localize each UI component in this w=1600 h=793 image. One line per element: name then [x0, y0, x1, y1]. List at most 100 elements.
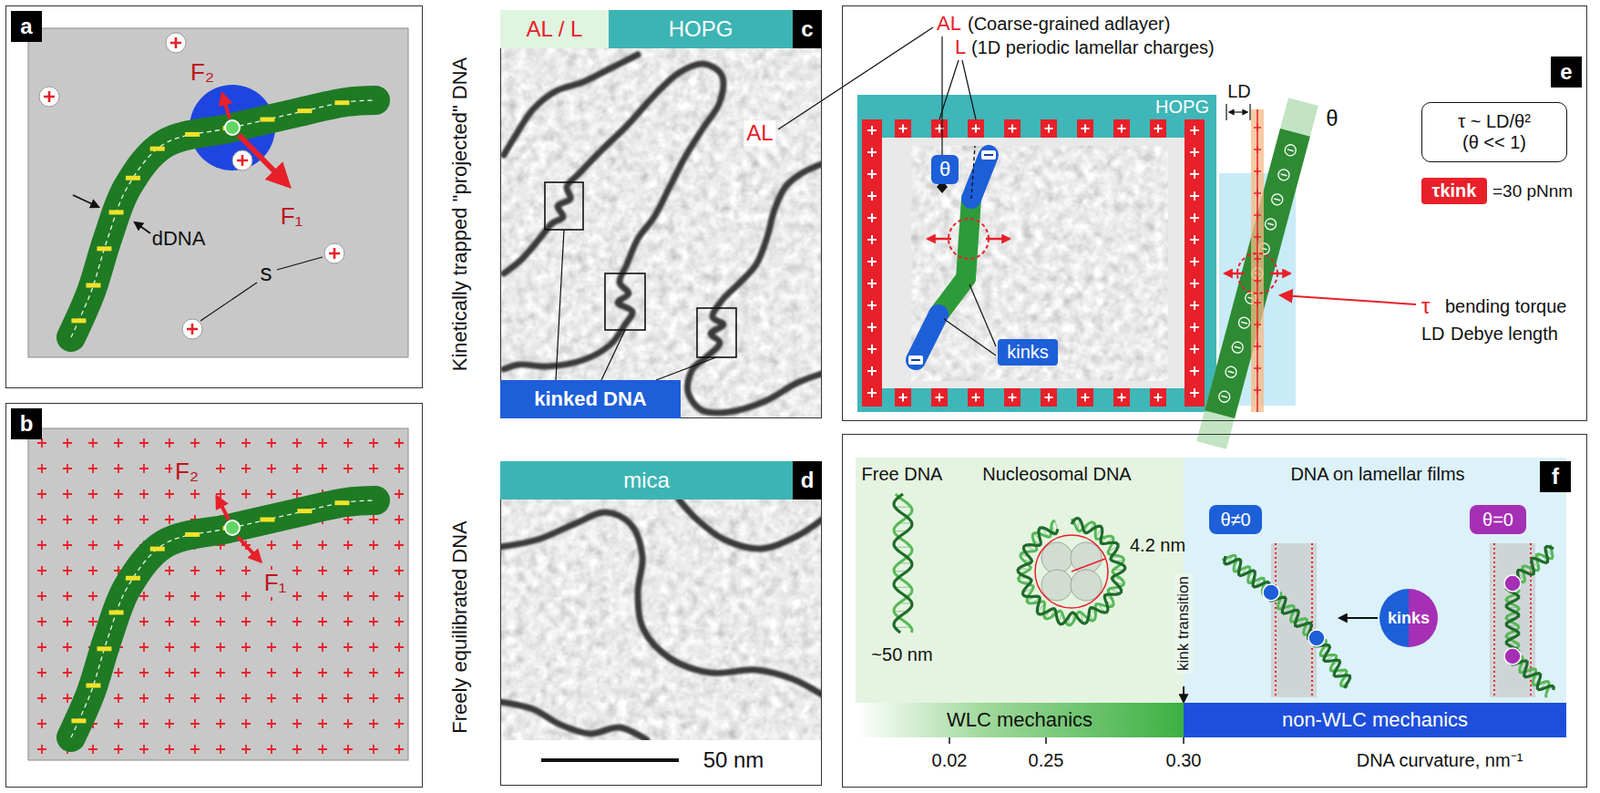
plus-sign	[369, 642, 379, 652]
plus-sign	[241, 642, 251, 652]
phosphate-charge	[184, 532, 200, 537]
plus-sign	[113, 438, 124, 448]
phosphate-charge	[125, 175, 141, 181]
plus-sign	[266, 642, 277, 652]
substrate	[28, 428, 409, 760]
plus-sign	[139, 642, 149, 652]
plus-sign	[164, 489, 175, 499]
plus-sign	[343, 642, 353, 652]
panel-letter: c	[792, 10, 822, 49]
plus-sign	[43, 91, 55, 103]
leader-line	[1281, 295, 1416, 305]
lamellar-charge-block	[931, 119, 948, 138]
cation	[165, 32, 186, 53]
lamellar-charge-block	[1076, 388, 1094, 407]
plus-sign	[1081, 393, 1090, 402]
header-bar: mica	[500, 461, 793, 500]
dimension-label: 4.2 nm	[1129, 534, 1186, 556]
plus-sign	[867, 278, 877, 288]
angle-label: θ	[1325, 105, 1338, 132]
minus-sign	[1220, 395, 1228, 398]
plus-sign	[1253, 255, 1262, 263]
panel-frame: b	[5, 402, 423, 788]
dimension-label: ~50 nm	[871, 644, 933, 666]
dna-molecules	[500, 499, 822, 740]
node-text: θ=0	[1482, 509, 1514, 531]
node-text: kinks	[1387, 608, 1430, 628]
callout-box: kinks	[997, 338, 1058, 366]
plus-sign	[37, 642, 47, 652]
regime-bar: WLC mechanics	[855, 702, 1184, 738]
phosphate-charge	[71, 317, 86, 323]
plus-sign	[1117, 393, 1127, 402]
plus-sign	[190, 438, 200, 448]
scale-label: 50 nm	[703, 747, 765, 773]
afm-dna	[687, 164, 822, 413]
node-text: τ ~ LD/θ²	[1457, 111, 1531, 133]
lamellar-charge-bar	[861, 119, 883, 407]
plus-sign	[1253, 320, 1262, 329]
cation	[232, 150, 253, 171]
dna-axis	[71, 500, 376, 738]
plus-sign	[139, 514, 149, 524]
plus-sign	[394, 591, 404, 601]
dna-rod-extension	[1196, 97, 1319, 450]
plus-sign	[88, 744, 98, 754]
plus-sign	[1008, 124, 1017, 134]
plus-sign	[241, 463, 251, 473]
kink-highlight	[544, 182, 584, 230]
dna-segment	[971, 154, 989, 199]
plus-sign	[113, 540, 124, 550]
plus-sign	[1154, 393, 1163, 402]
plus-sign	[292, 591, 302, 601]
plus-sign	[369, 718, 379, 729]
plus-sign	[292, 565, 302, 575]
phosphate-charge	[125, 575, 141, 581]
plus-sign	[215, 693, 226, 703]
plus-sign	[37, 540, 47, 550]
lamella	[1251, 109, 1264, 412]
phosphate-charge	[334, 500, 349, 505]
plus-sign	[292, 642, 302, 652]
plus-sign	[164, 565, 175, 575]
dimension-label: dDNA	[152, 226, 206, 250]
phosphate-charge	[85, 683, 101, 688]
radius-line	[1071, 558, 1106, 572]
category-label: Free DNA	[861, 463, 944, 485]
dna-segment	[915, 314, 939, 360]
plus-sign	[241, 591, 251, 601]
lamellar-charge-block	[1040, 119, 1057, 138]
cation	[39, 86, 60, 107]
plus-sign	[1189, 256, 1200, 267]
plus-sign	[236, 154, 248, 166]
plus-sign	[266, 463, 277, 473]
leader-line	[72, 194, 99, 207]
phosphate-charge	[297, 508, 312, 513]
lamellar-charge-block	[1076, 119, 1094, 138]
axis-tick-label: 0.25	[1028, 749, 1065, 771]
node-text: θ	[939, 157, 951, 181]
plus-sign	[1045, 393, 1054, 402]
plus-sign	[190, 642, 200, 652]
plus-sign	[215, 718, 226, 729]
afm-dna	[678, 499, 822, 549]
plus-sign	[972, 124, 981, 134]
plus-sign	[394, 438, 404, 448]
plus-sign	[1253, 386, 1262, 394]
plus-sign	[867, 213, 877, 223]
plus-sign	[369, 616, 379, 626]
minus-sign	[1267, 223, 1274, 226]
plus-sign	[867, 344, 877, 354]
plus-sign	[394, 540, 404, 550]
plus-sign	[241, 718, 251, 729]
term-definition: Debye length	[1450, 323, 1559, 345]
plus-sign	[899, 393, 908, 402]
leader-line	[222, 93, 230, 119]
node-text: kinks	[1006, 341, 1049, 363]
leader-line	[962, 60, 976, 120]
region-label: AL	[743, 120, 776, 146]
plus-sign	[292, 744, 302, 754]
plus-sign	[88, 463, 98, 473]
plus-sign	[867, 147, 877, 157]
plus-sign	[292, 667, 302, 677]
